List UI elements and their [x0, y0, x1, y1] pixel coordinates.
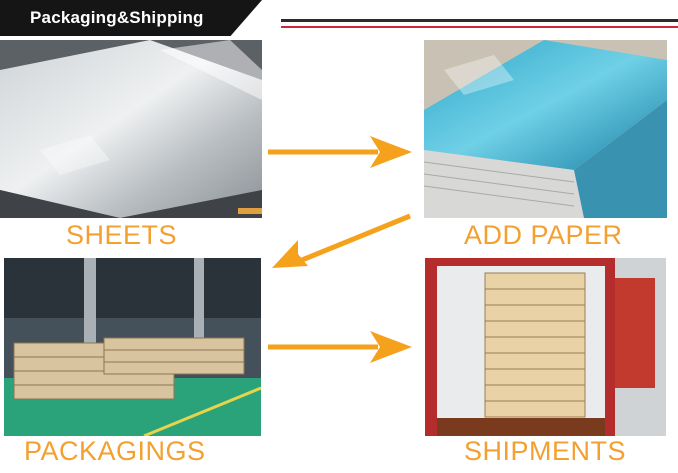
arrow-right-icon — [268, 136, 412, 168]
add-paper-label: ADD PAPER — [464, 220, 623, 250]
page-title: Packaging&Shipping — [30, 8, 204, 27]
header-divider — [281, 19, 678, 22]
arrow-down-left-icon — [272, 213, 411, 268]
packagings-photo — [4, 258, 261, 436]
add-paper-photo — [424, 40, 667, 218]
header-accent-line — [281, 26, 678, 28]
arrow-right-icon — [268, 331, 412, 363]
shipments-photo — [425, 258, 666, 436]
sheets-photo — [0, 40, 262, 218]
shipments-label: SHIPMENTS — [464, 436, 627, 466]
sheets-label: SHEETS — [66, 220, 178, 250]
header-tab: Packaging&Shipping — [0, 0, 262, 36]
packagings-label: PACKAGINGS — [24, 436, 206, 466]
